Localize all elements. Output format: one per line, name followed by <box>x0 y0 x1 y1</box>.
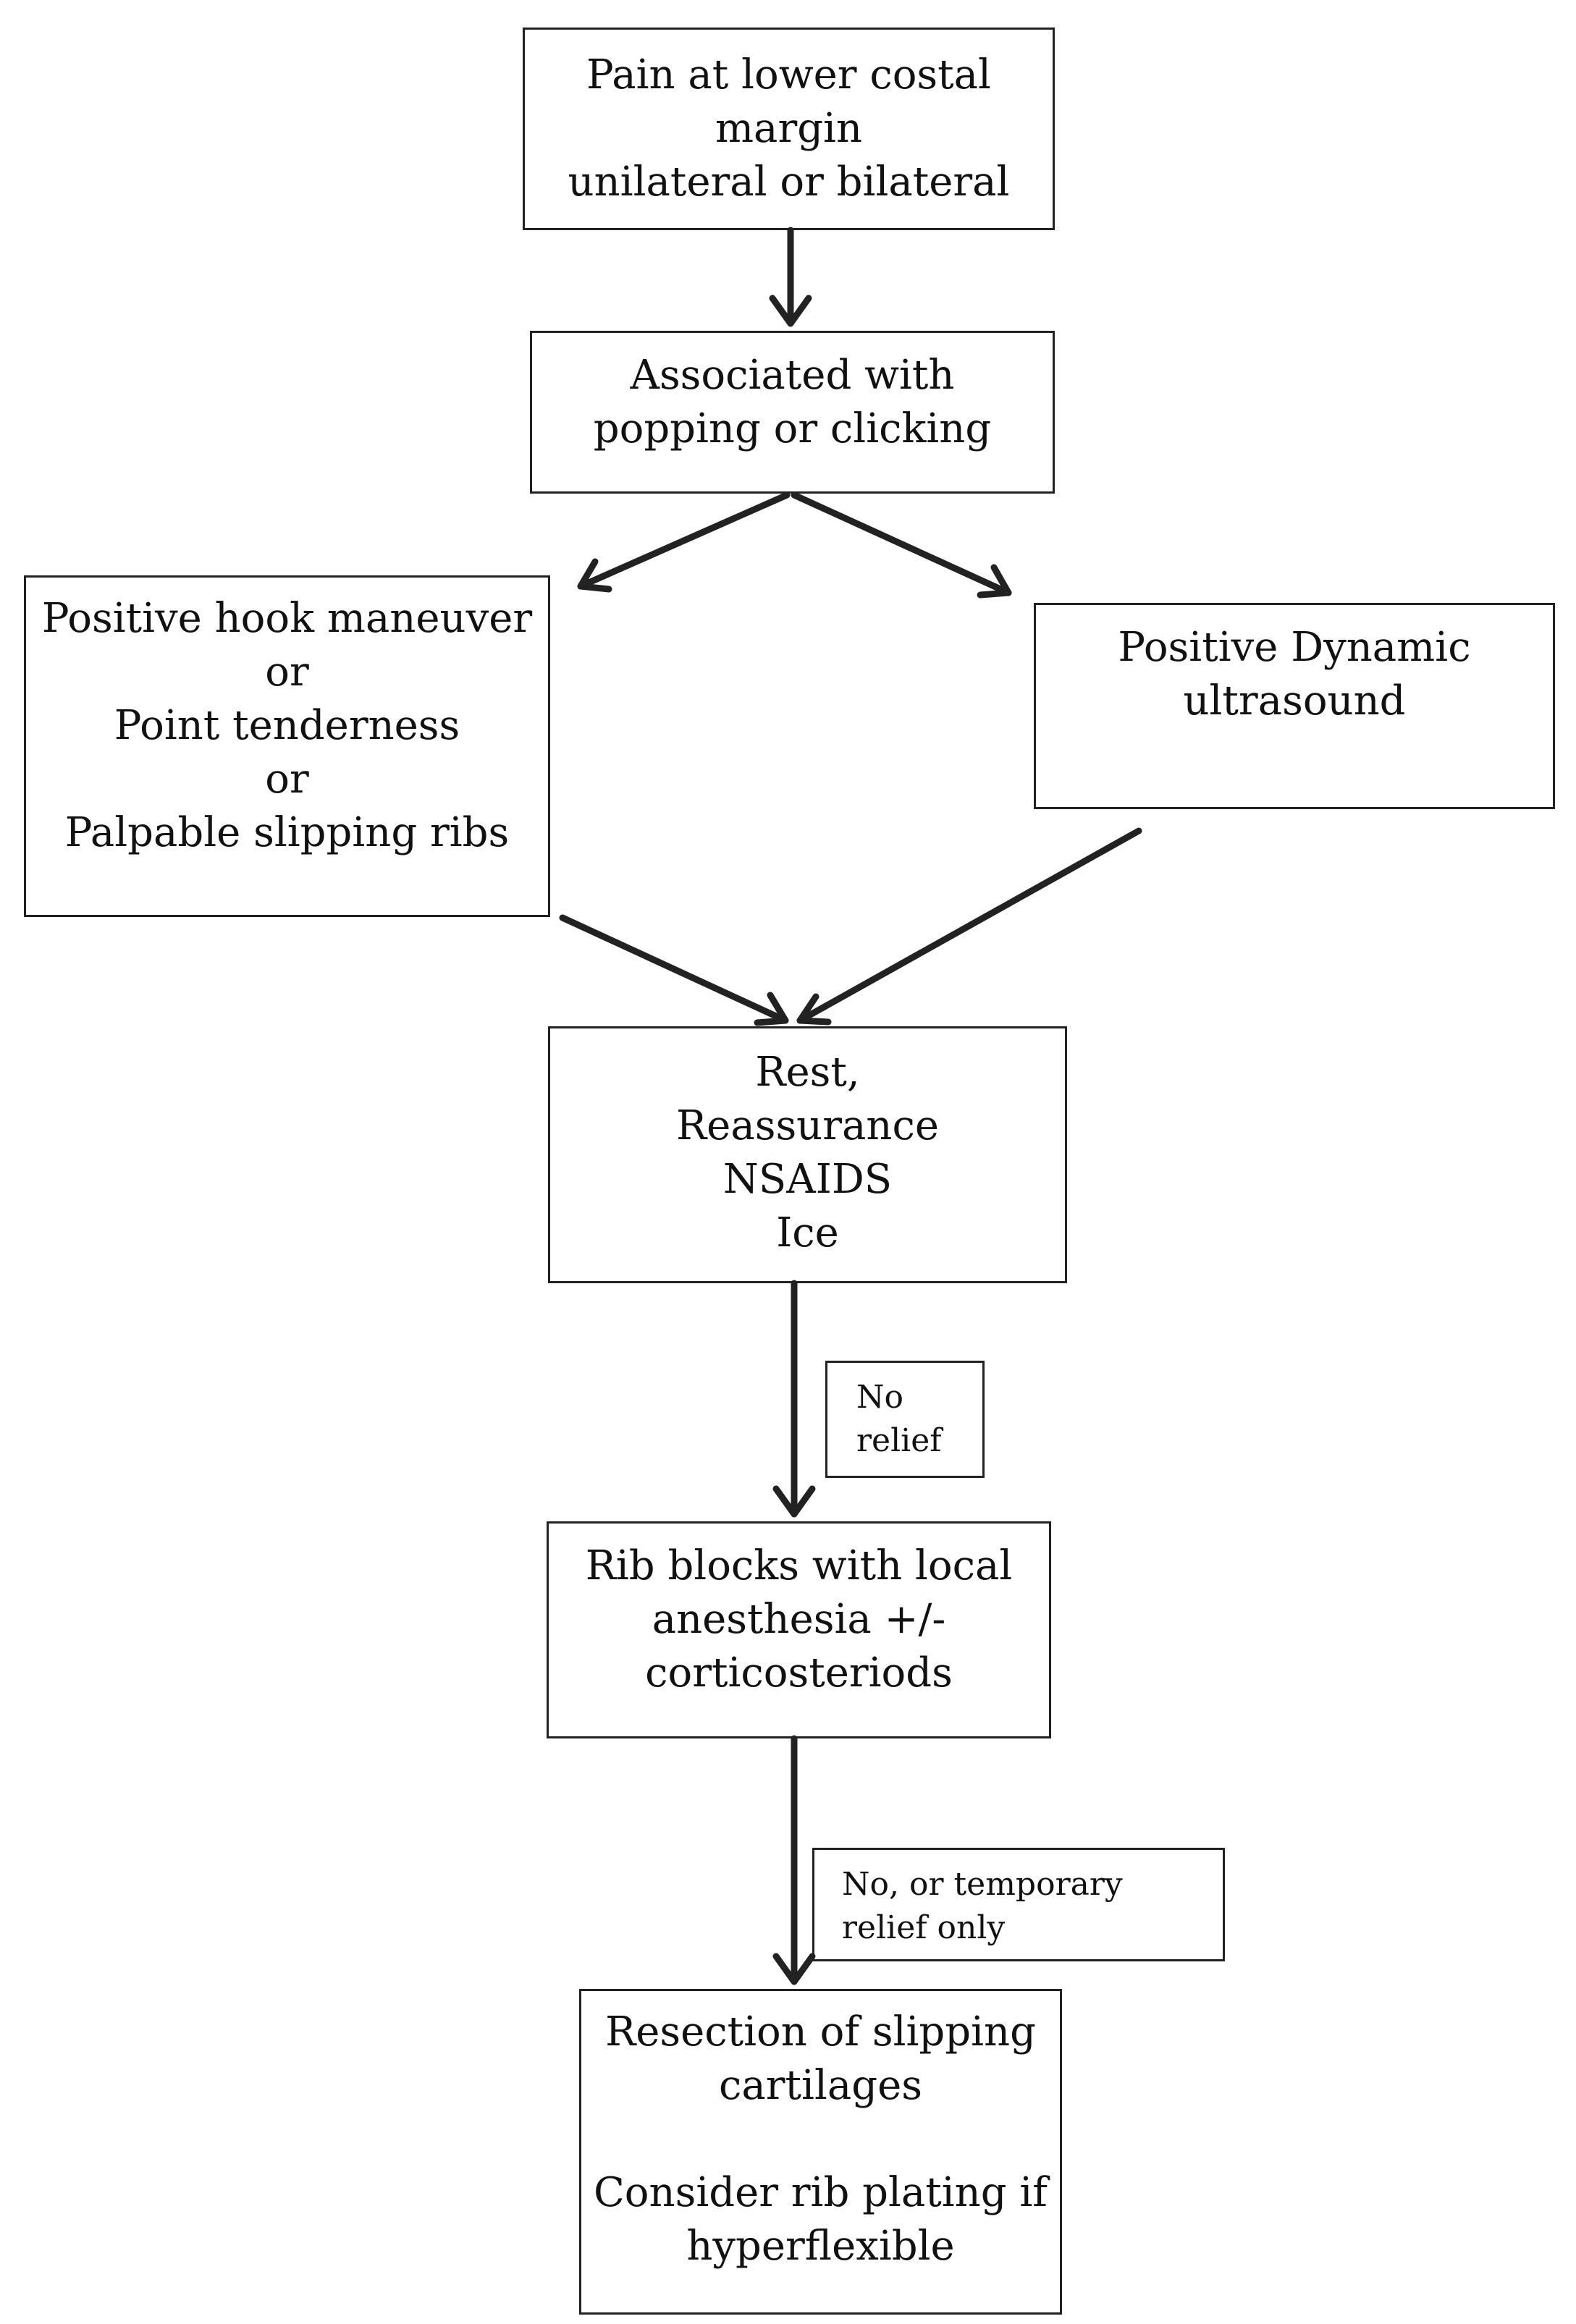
node-resection: Resection of slipping cartilages Conside… <box>579 1989 1062 2315</box>
node-resection-line-4: Consider rib plating if <box>593 2169 1048 2216</box>
node-exam-line-5: Palpable slipping ribs <box>64 809 510 856</box>
arrow-popping-to-exam <box>577 491 791 593</box>
node-start: Pain at lower costal margin unilateral o… <box>523 28 1055 230</box>
node-ribblock-line-1: Rib blocks with local <box>585 1542 1013 1589</box>
node-popping-line-2: popping or clicking <box>593 405 992 452</box>
node-popping-line-1: Associated with <box>630 352 955 399</box>
node-ultrasound-line-1: Positive Dynamic <box>1118 624 1471 671</box>
arrow-conservative-to-ribblock <box>772 1280 816 1518</box>
node-resection-line-2: cartilages <box>719 2062 922 2109</box>
node-exam-line-2: or <box>265 648 309 696</box>
node-start-line-1: Pain at lower costal <box>586 51 991 98</box>
arrow-popping-to-ultrasound <box>791 491 1012 599</box>
node-conservative: Rest, Reassurance NSAIDS Ice <box>548 1026 1067 1283</box>
node-exam-line-4: or <box>265 756 309 803</box>
arrow-exam-to-conservative <box>559 914 789 1026</box>
node-popping: Associated with popping or clicking <box>530 331 1055 494</box>
node-ribblock-line-3: corticosteriods <box>645 1649 953 1696</box>
arrow-start-to-popping <box>769 227 812 327</box>
node-conservative-line-4: Ice <box>776 1209 839 1256</box>
node-exam-line-3: Point tenderness <box>114 702 460 749</box>
node-ribblock: Rib blocks with local anesthesia +/- cor… <box>547 1521 1051 1738</box>
node-exam: Positive hook maneuver or Point tenderne… <box>24 575 550 917</box>
node-conservative-line-3: NSAIDS <box>722 1156 893 1203</box>
arrow-ribblock-to-resection <box>772 1735 816 1985</box>
edge-label-temporary-relief-line-1: No, or temporary <box>842 1866 1123 1903</box>
node-ribblock-line-2: anesthesia +/- <box>652 1596 946 1643</box>
arrow-ultrasound-to-conservative <box>796 827 1142 1026</box>
node-conservative-line-1: Rest, <box>755 1049 860 1096</box>
edge-label-no-relief-line-1: No <box>856 1379 903 1416</box>
edge-label-temporary-relief: No, or temporary relief only <box>812 1848 1225 1961</box>
node-start-line-3: unilateral or bilateral <box>568 159 1010 206</box>
edge-label-no-relief: No relief <box>825 1361 985 1478</box>
edge-label-no-relief-line-2: relief <box>856 1422 942 1459</box>
edge-label-temporary-relief-line-2: relief only <box>842 1909 1006 1946</box>
node-exam-line-1: Positive hook maneuver <box>41 595 533 642</box>
node-conservative-line-2: Reassurance <box>676 1102 939 1149</box>
node-start-line-2: margin <box>715 105 863 152</box>
node-ultrasound: Positive Dynamic ultrasound <box>1034 603 1555 809</box>
node-resection-line-5: hyperflexible <box>686 2223 955 2270</box>
node-ultrasound-line-2: ultrasound <box>1183 677 1406 724</box>
node-resection-line-1: Resection of slipping <box>605 2008 1036 2055</box>
